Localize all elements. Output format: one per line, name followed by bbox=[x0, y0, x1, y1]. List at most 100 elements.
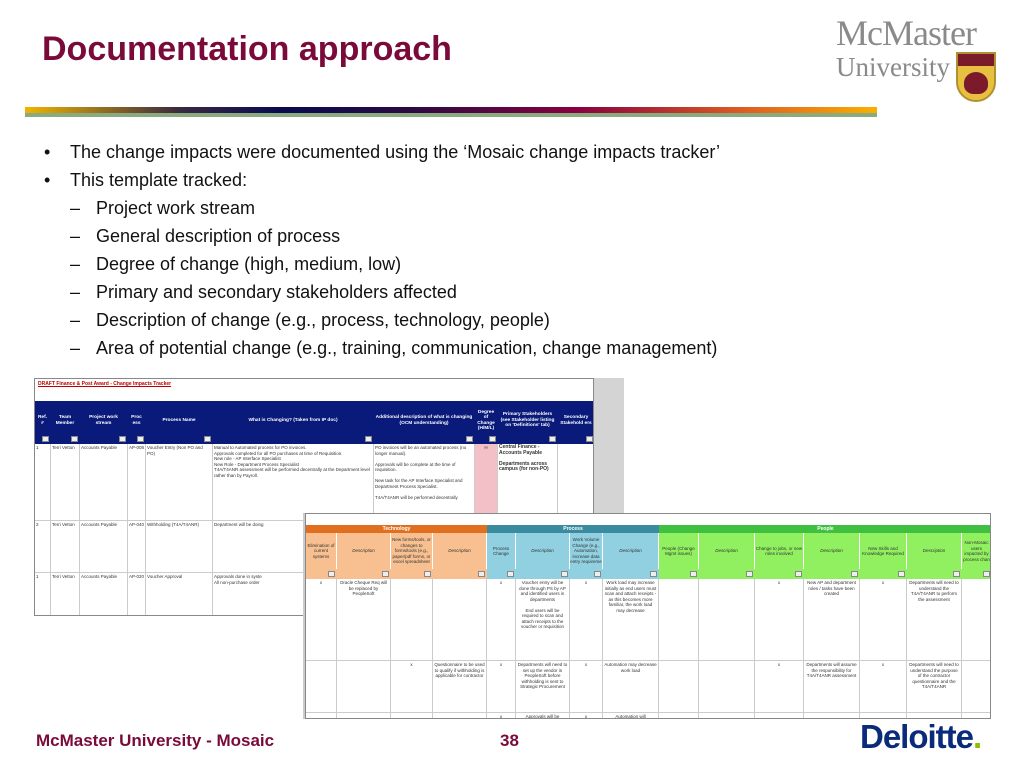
table-cell: Departments will assume the responsibili… bbox=[804, 661, 860, 713]
mcmaster-logo: McMaster University bbox=[836, 12, 1006, 107]
table-cell: Terri Vetton bbox=[51, 444, 80, 521]
column-header: Team Member bbox=[51, 407, 80, 435]
table-cell: Approvals will be bbox=[516, 713, 570, 718]
bullet-item: Degree of change (high, medium, low) bbox=[44, 250, 720, 278]
filter-row-cell[interactable] bbox=[804, 569, 860, 579]
table-cell: Terri Vetton bbox=[51, 521, 80, 573]
column-filter-button[interactable] bbox=[953, 571, 960, 577]
table-cell: H bbox=[475, 444, 498, 521]
table-cell: AP-008 bbox=[128, 444, 146, 521]
table-cell bbox=[755, 713, 804, 718]
table-cell: Automation will bbox=[603, 713, 659, 718]
column-header: Work Volume Change (e.g., Automation, in… bbox=[570, 533, 603, 569]
filter-row-cell[interactable] bbox=[487, 569, 516, 579]
column-filter-button[interactable] bbox=[650, 571, 657, 577]
column-filter-button[interactable] bbox=[746, 571, 753, 577]
column-header: Description bbox=[516, 533, 570, 569]
filter-row-cell[interactable] bbox=[337, 569, 391, 579]
column-header: Proc ess bbox=[128, 407, 146, 435]
column-filter-button[interactable] bbox=[690, 571, 697, 577]
deloitte-logo: Deloitte. bbox=[860, 718, 982, 756]
filter-row-cell[interactable] bbox=[433, 569, 487, 579]
column-filter-button[interactable] bbox=[983, 571, 990, 577]
title-divider bbox=[25, 107, 877, 113]
table-cell: 2 bbox=[35, 521, 51, 573]
table-cell bbox=[659, 661, 699, 713]
column-header: Secondary Stakehold ers bbox=[558, 407, 593, 435]
column-header: Description bbox=[433, 533, 487, 569]
slide-title: Documentation approach bbox=[42, 30, 452, 68]
filter-row-cell[interactable] bbox=[570, 569, 603, 579]
group-header-process: Process bbox=[487, 525, 659, 533]
column-filter-button[interactable] bbox=[119, 436, 126, 442]
column-filter-button[interactable] bbox=[549, 436, 556, 442]
column-filter-button[interactable] bbox=[382, 571, 389, 577]
table-cell: Oracle Cheque Req will be replaced by Pe… bbox=[337, 579, 391, 661]
column-filter-button[interactable] bbox=[204, 436, 211, 442]
table-cell: Accounts Payable bbox=[80, 573, 128, 615]
bullet-item: This template tracked: bbox=[44, 166, 720, 194]
table-cell: PO invoices will be an automated process… bbox=[374, 444, 475, 521]
filter-row-cell[interactable] bbox=[699, 569, 755, 579]
table-cell bbox=[907, 713, 962, 718]
bullet-item: Area of potential change (e.g., training… bbox=[44, 334, 720, 362]
filter-row-cell[interactable] bbox=[860, 569, 907, 579]
table-cell: Accounts Payable bbox=[80, 444, 128, 521]
table-cell: x bbox=[487, 661, 516, 713]
filter-row-cell[interactable] bbox=[962, 569, 990, 579]
column-filter-button[interactable] bbox=[507, 571, 514, 577]
bullet-item: Project work stream bbox=[44, 194, 720, 222]
column-filter-button[interactable] bbox=[489, 436, 496, 442]
column-filter-button[interactable] bbox=[898, 571, 905, 577]
column-filter-button[interactable] bbox=[478, 571, 485, 577]
column-header: New forms/tools, or changes to forms/too… bbox=[391, 533, 433, 569]
column-filter-button[interactable] bbox=[561, 571, 568, 577]
filter-row-cell[interactable] bbox=[603, 569, 659, 579]
column-header: New Skills and Knowledge Required bbox=[860, 533, 907, 569]
table-cell: Withholding (T4A/T4ANR) bbox=[146, 521, 213, 573]
table-cell: x bbox=[860, 579, 907, 661]
filter-row-cell[interactable] bbox=[516, 569, 570, 579]
bullet-list: The change impacts were documented using… bbox=[44, 138, 720, 362]
column-filter-button[interactable] bbox=[851, 571, 858, 577]
column-header: Additional description of what is changi… bbox=[374, 407, 475, 435]
table-cell bbox=[433, 579, 487, 661]
column-header: Project work stream bbox=[80, 407, 128, 435]
table-cell: Departments will need to understand the … bbox=[907, 661, 962, 713]
table-cell: x bbox=[487, 713, 516, 718]
title-divider-shadow bbox=[25, 113, 877, 117]
bullet-item: General description of process bbox=[44, 222, 720, 250]
filter-row-cell[interactable] bbox=[907, 569, 962, 579]
column-filter-button[interactable] bbox=[424, 571, 431, 577]
column-header: Degree of Change (H/M/L) bbox=[475, 407, 498, 435]
filter-row-cell[interactable] bbox=[659, 569, 699, 579]
bullet-item: Description of change (e.g., process, te… bbox=[44, 306, 720, 334]
table-cell: Voucher Approval bbox=[146, 573, 213, 615]
column-filter-button[interactable] bbox=[71, 436, 78, 442]
table-cell bbox=[306, 713, 337, 718]
filter-row-cell[interactable] bbox=[755, 569, 804, 579]
crest-icon bbox=[956, 52, 996, 102]
table-cell bbox=[699, 713, 755, 718]
column-filter-button[interactable] bbox=[328, 571, 335, 577]
column-filter-button[interactable] bbox=[42, 436, 49, 442]
column-filter-button[interactable] bbox=[795, 571, 802, 577]
table-cell: 1 bbox=[35, 444, 51, 521]
filter-row-cell[interactable] bbox=[306, 569, 337, 579]
table-cell bbox=[306, 661, 337, 713]
column-filter-button[interactable] bbox=[137, 436, 144, 442]
table-cell: x bbox=[306, 579, 337, 661]
filter-row-cell[interactable] bbox=[391, 569, 433, 579]
table-cell: x bbox=[860, 661, 907, 713]
column-filter-button[interactable] bbox=[586, 436, 593, 442]
table-cell: Central Finance - Accounts Payable Depar… bbox=[498, 444, 558, 521]
column-header: What is Changing? (Taken from IP doc) bbox=[213, 407, 374, 435]
sheet-title: DRAFT Finance & Post Award - Change Impa… bbox=[38, 381, 172, 387]
footer-text: McMaster University - Mosaic bbox=[36, 731, 275, 750]
table-cell: x bbox=[570, 661, 603, 713]
column-filter-button[interactable] bbox=[365, 436, 372, 442]
column-filter-button[interactable] bbox=[466, 436, 473, 442]
column-header: People (Change Mgmt issues) bbox=[659, 533, 699, 569]
column-filter-button[interactable] bbox=[594, 571, 601, 577]
